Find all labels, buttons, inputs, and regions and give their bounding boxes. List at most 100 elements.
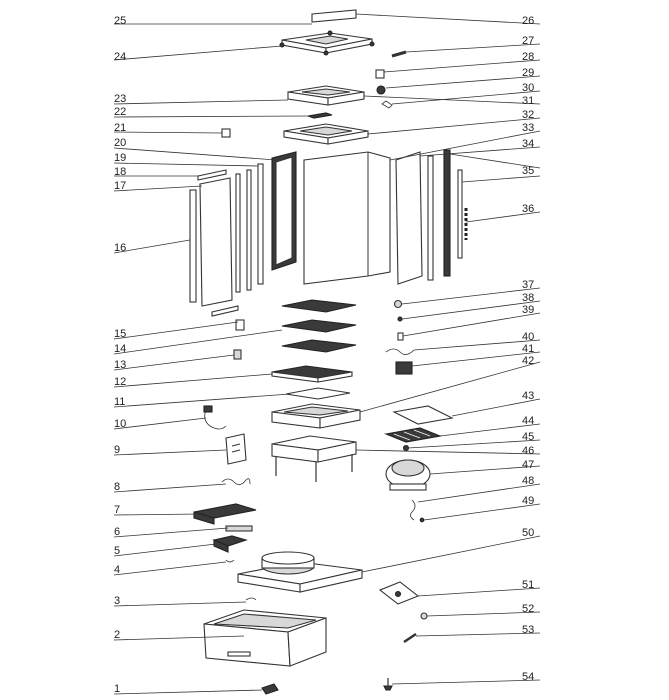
part-14-shelves [281,299,357,353]
part-16-door-glass [199,177,233,307]
part-1-foot [261,683,279,695]
part-54-screw [383,678,393,691]
callout-42: 42 [522,355,534,367]
callout-14: 14 [114,343,126,355]
part-43-plate [392,405,454,425]
callout-39: 39 [522,304,534,316]
part-34b-strip [427,155,434,281]
part-2-bottom-box [203,609,327,667]
callout-25: 25 [114,15,126,27]
part-30-clip [381,100,393,109]
callout-37: 37 [522,279,534,291]
callout-29: 29 [522,67,534,79]
callout-51: 51 [522,579,534,591]
part-49-plug [419,517,425,523]
callout-50: 50 [522,527,534,539]
callout-22: 22 [114,106,126,118]
callout-32: 32 [522,109,534,121]
part-37-cap [393,299,403,309]
callout-38: 38 [522,292,534,304]
part-53-rod [403,632,417,644]
part-29-knob [376,85,386,95]
part-40-wire [385,348,415,355]
callout-21: 21 [114,122,126,134]
callout-18: 18 [114,166,126,178]
callout-13: 13 [114,359,126,371]
callout-4: 4 [114,564,120,576]
callout-54: 54 [522,671,534,683]
part-13-block [233,349,242,360]
part-39-pin [397,332,404,341]
callout-33: 33 [522,122,534,134]
part-3-cable [245,597,257,601]
callout-20: 20 [114,137,126,149]
part-6-pcb [225,525,253,532]
part-32-cabinet-body [303,151,391,285]
part-45-nut [402,444,410,452]
callout-43: 43 [522,390,534,402]
part-15b-block [235,319,245,331]
callout-2: 2 [114,629,120,641]
callout-24: 24 [114,51,126,63]
part-7-control-board [193,503,257,525]
part-12-bottom-grid [271,365,353,383]
part-27-rod [391,50,407,58]
callout-11: 11 [114,396,125,408]
callout-26: 26 [522,15,534,27]
part-47-compressor [385,459,431,491]
part-11-cover [285,387,351,400]
part-8-wire-harness [221,478,251,485]
part-19-strip [257,163,264,285]
callouts-right: 26 27 28 29 30 31 32 33 34 35 36 37 38 3… [522,15,534,683]
part-17-strip [246,169,252,291]
callout-30: 30 [522,82,534,94]
callout-27: 27 [522,35,534,47]
callout-9: 9 [114,444,120,456]
part-24-top-frame [279,30,375,56]
part-35-strip [457,169,463,259]
callout-23: 23 [114,93,126,105]
callout-52: 52 [522,603,534,615]
callout-1: 1 [114,683,120,695]
callout-28: 28 [522,51,534,63]
part-10-power-cord [204,409,227,430]
callout-41: 41 [522,343,534,355]
callout-17: 17 [114,180,126,192]
part-38-screw [397,316,403,322]
callout-34: 34 [522,138,534,150]
callout-16: 16 [114,242,126,254]
part-34-strip [443,149,451,277]
part-28-small-block [375,69,385,79]
part-41-switch [395,361,413,375]
part-17b-strip [235,173,241,293]
callout-10: 10 [114,418,126,430]
callout-6: 6 [114,526,120,538]
callout-12: 12 [114,376,126,388]
part-16-door-edge [189,189,197,303]
callout-49: 49 [522,495,534,507]
part-4-wire [225,559,235,563]
leader-lines [113,13,541,695]
part-33-side-panel [395,151,423,285]
callout-40: 40 [522,331,534,343]
part-51-plate [378,581,420,605]
callout-3: 3 [114,595,120,607]
part-48-pipe [410,499,416,521]
part-50-base-pan [237,551,363,593]
callout-53: 53 [522,624,534,636]
part-18-short-bar [197,169,227,181]
callout-7: 7 [114,504,120,516]
part-9-control-box [225,433,247,465]
part-23-upper-frame [287,85,365,106]
callouts-left: 25 24 23 22 21 20 19 18 17 16 15 14 13 1… [114,15,126,695]
part-22-filter [307,112,333,119]
part-21-bracket [221,128,231,138]
callout-15: 15 [114,328,126,340]
callout-47: 47 [522,459,534,471]
callout-48: 48 [522,475,534,487]
callout-44: 44 [522,415,534,427]
callout-46: 46 [522,445,534,457]
part-46-base-support [271,435,357,482]
callout-35: 35 [522,165,534,177]
